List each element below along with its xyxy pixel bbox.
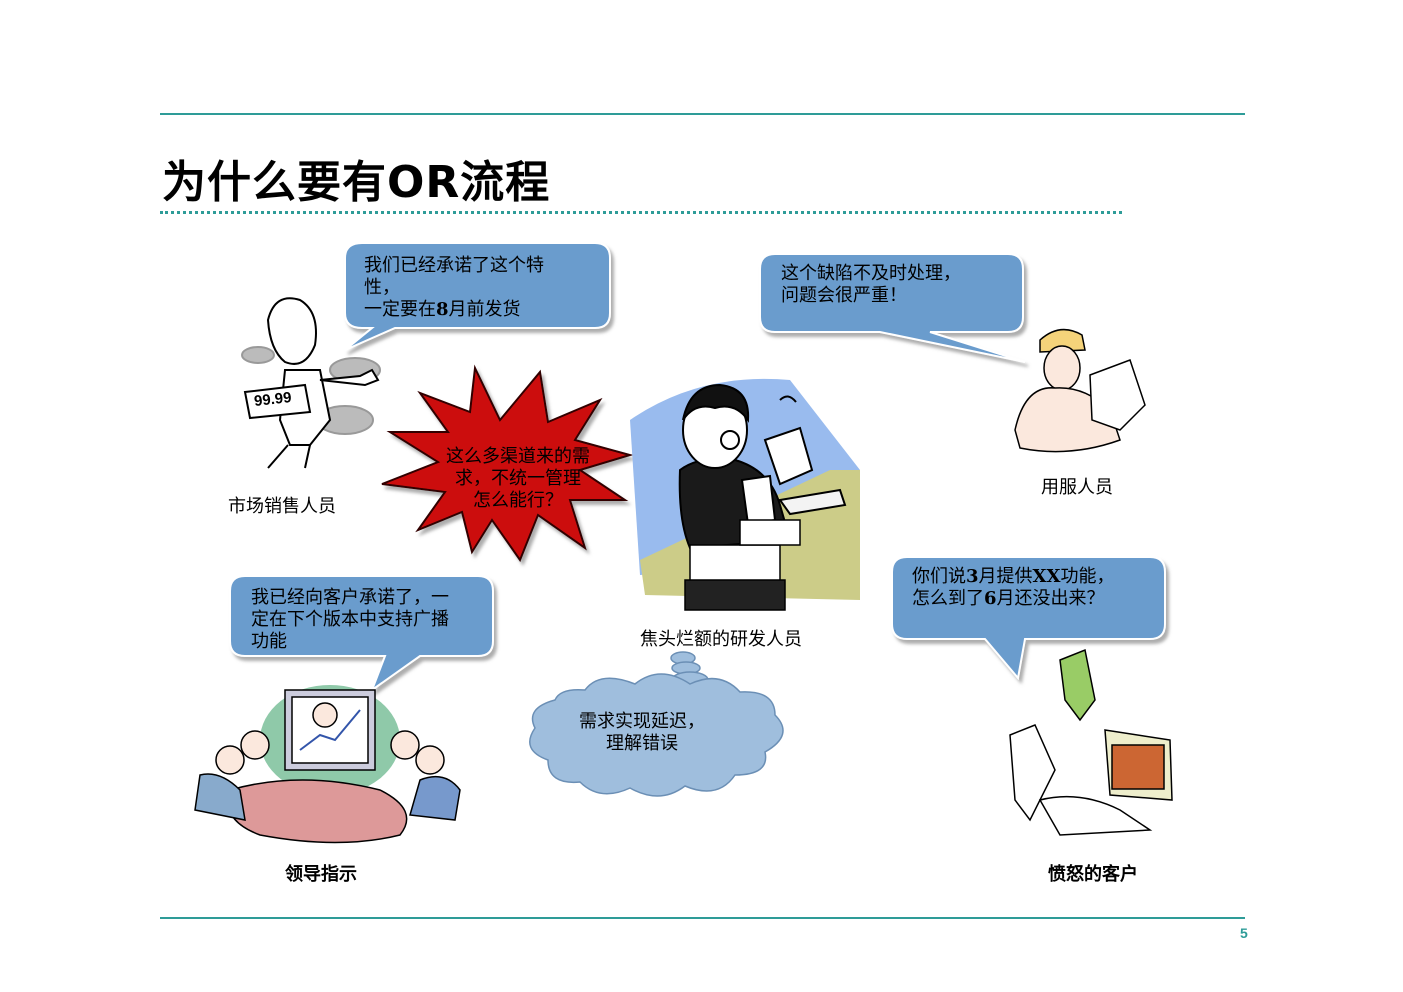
sales-speech-line-3-pre: 一定要在 [364, 299, 436, 320]
price-tag [243, 383, 312, 420]
burst-line-1: 这么多渠道来的需 [446, 446, 590, 467]
bottom-divider [160, 917, 1245, 919]
customer-speech-line-2: 怎么到了6月还没出来？ [912, 588, 1114, 610]
customer-speech-line-1: 你们说3月提供XX功能， [912, 566, 1114, 588]
burst-line-3: 怎么能行？ [473, 490, 563, 511]
meeting-scene [194, 685, 461, 844]
customer-line-1-e: 功能， [1060, 566, 1115, 587]
sales-speech-line-3: 一定要在8月前发货 [364, 299, 544, 321]
title-underline [160, 211, 1122, 214]
customer-speech-bubble [891, 556, 1166, 681]
leader-speech-text: 我已经向客户承诺了，一 定在下个版本中支持广播 功能 [251, 587, 449, 653]
customer-line-1-b: 3 [966, 566, 979, 587]
paper-stack [684, 519, 801, 611]
burst-text: 这么多渠道来的需 求，不统一管理 怎么能行？ [432, 446, 604, 512]
customer-line-1-d: XX [1032, 566, 1061, 587]
sales-speech-bubble [344, 242, 611, 351]
sales-speech-line-3-num: 8 [436, 299, 449, 320]
developer-figure [678, 383, 847, 550]
caption-sales: 市场销售人员 [228, 496, 336, 517]
burst-line-2: 求，不统一管理 [455, 468, 581, 489]
leader-speech-bubble [229, 575, 494, 693]
angry-customer-figure [1009, 648, 1173, 836]
service-engineer-figure [1014, 328, 1146, 453]
sales-speech-text: 我们已经承诺了这个特 性， 一定要在8月前发货 [364, 255, 544, 321]
customer-line-2-a: 怎么到了 [912, 588, 984, 609]
customer-line-2-b: 6 [984, 588, 997, 609]
page-title: 为什么要有OR流程 [162, 157, 551, 208]
service-speech-bubble [759, 253, 1026, 363]
caption-customer: 愤怒的客户 [1048, 864, 1138, 885]
customer-line-1-a: 你们说 [912, 566, 966, 587]
service-speech-line-1: 这个缺陷不及时处理， [781, 263, 961, 284]
leader-speech-line-2: 定在下个版本中支持广播 [251, 609, 449, 630]
cloud-text: 需求实现延迟， 理解错误 [572, 711, 712, 755]
thought-cloud [529, 651, 784, 797]
leader-speech-line-1: 我已经向客户承诺了，一 [251, 587, 449, 608]
leader-speech-line-3: 功能 [251, 631, 287, 652]
caption-service: 用服人员 [1041, 477, 1113, 498]
sales-speech-line-3-post: 月前发货 [448, 299, 521, 320]
service-speech-text: 这个缺陷不及时处理， 问题会很严重！ [781, 263, 961, 307]
sales-speech-line-2: 性， [364, 277, 400, 298]
service-speech-line-2: 问题会很严重！ [781, 285, 907, 306]
page-number: 5 [1240, 925, 1248, 941]
sales-speech-line-1: 我们已经承诺了这个特 [364, 255, 544, 276]
customer-speech-text: 你们说3月提供XX功能， 怎么到了6月还没出来？ [912, 566, 1114, 610]
cloud-line-2: 理解错误 [606, 733, 678, 754]
red-explosion-burst [381, 364, 634, 563]
top-divider [160, 113, 1245, 115]
cloud-line-1: 需求实现延迟， [579, 711, 705, 732]
caption-leader: 领导指示 [285, 864, 357, 885]
customer-line-2-c: 月还没出来？ [996, 588, 1105, 609]
caption-developer: 焦头烂额的研发人员 [640, 629, 802, 650]
customer-line-1-c: 月提供 [978, 566, 1033, 587]
